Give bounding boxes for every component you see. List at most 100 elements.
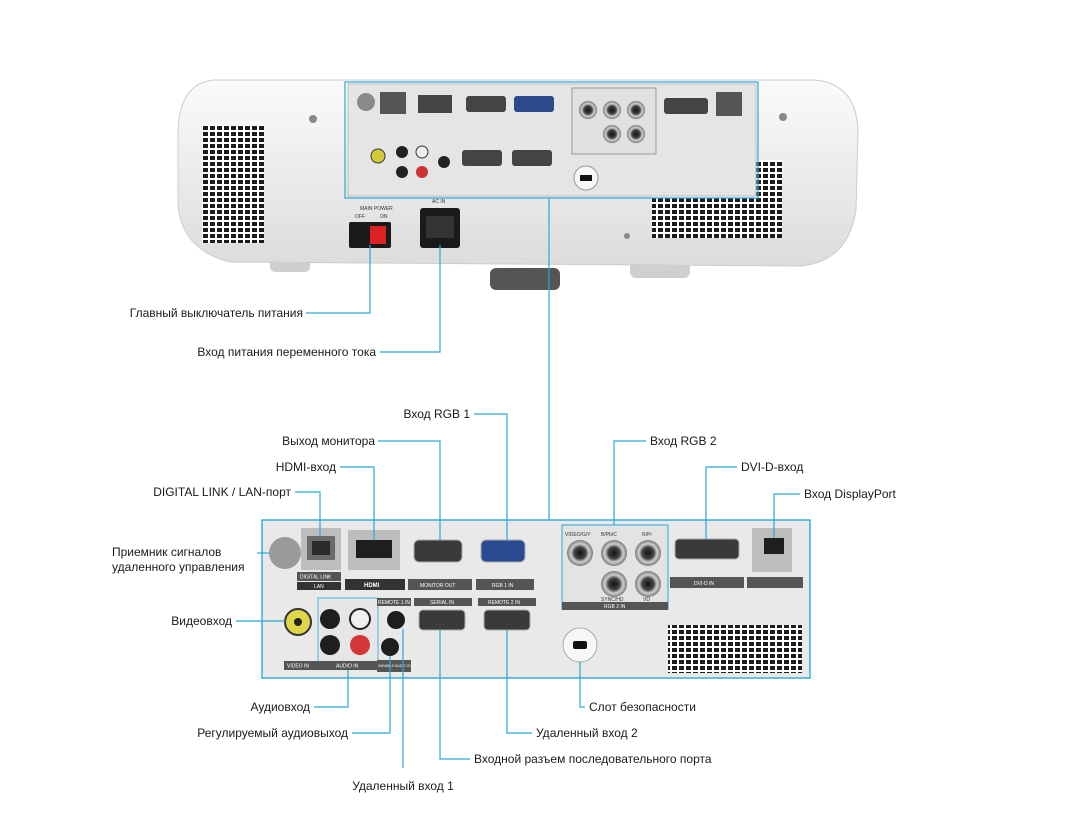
remote2-port <box>512 150 552 166</box>
callout-monitor-out: Выход монитора <box>282 434 375 448</box>
bnc-port <box>603 101 621 119</box>
callout-hdmi: HDMI-вход <box>276 460 336 474</box>
label-bar-video-in <box>284 661 318 670</box>
lan-port-inner <box>312 541 330 555</box>
audio-jack <box>396 166 408 178</box>
projector-rear-view: MAIN POWER OFF ON AC IN <box>177 79 859 290</box>
lan-port <box>380 92 406 114</box>
b-pb-cb-text: B/Pb/C <box>601 532 617 538</box>
callout-security: Слот безопасности <box>589 700 696 714</box>
ac-inlet-face <box>426 216 454 238</box>
audio-jack-2l <box>320 635 340 655</box>
label-bar-remote1 <box>377 598 411 606</box>
callout-ac-in: Вход питания переменного тока <box>197 345 376 359</box>
security-slot-hole <box>573 641 587 649</box>
displayport-port <box>716 92 742 116</box>
variable-audio-out-jack <box>381 638 399 656</box>
off-label: OFF <box>355 214 365 220</box>
leader-displayport <box>773 493 800 538</box>
screw <box>624 233 630 239</box>
security-slot-hole <box>580 175 592 181</box>
hdmi-text: HDMI <box>364 583 380 589</box>
on-label: ON <box>380 214 388 220</box>
rgb2-group <box>571 87 657 155</box>
bnc-port <box>627 101 645 119</box>
callout-remote1: Удаленный вход 1 <box>352 779 454 793</box>
leader-variable-audio <box>352 656 391 734</box>
audio-jack-2r <box>350 635 370 655</box>
remote-receiver-window <box>269 537 301 569</box>
remote2-text: REMOTE 2 IN <box>488 600 520 606</box>
video-in-jack <box>370 148 386 164</box>
displayport-port <box>764 538 784 554</box>
callout-remote-receiver-line1: Приемник сигналов <box>112 545 221 559</box>
r-pr-text: R/Pr <box>642 532 652 538</box>
callout-audio-in: Аудиовход <box>250 700 310 714</box>
screw <box>779 113 787 121</box>
label-bar-audio-in <box>318 661 378 670</box>
audio-jack <box>396 146 408 158</box>
remote1-jack <box>387 611 405 629</box>
main-power-label: MAIN POWER <box>360 206 393 212</box>
callout-rgb2: Вход RGB 2 <box>650 434 717 448</box>
bnc-port-sync-hd <box>601 571 627 597</box>
label-bar-remote2 <box>478 598 536 606</box>
ac-in-label: AC IN <box>432 199 446 205</box>
leader-remote2 <box>506 630 532 734</box>
leader-ac-in <box>380 245 441 353</box>
audio-jack-1l <box>320 609 340 629</box>
label-bar-rgb2 <box>562 602 668 610</box>
callout-serial: Входной разъем последовательного порта <box>474 752 712 766</box>
label-bar-dvi <box>670 577 744 588</box>
label-bar-digital-link <box>297 572 341 581</box>
callout-video-in: Видеовход <box>171 614 232 628</box>
dvi-port <box>664 98 708 114</box>
serial-port <box>462 150 502 166</box>
video-gy-text: VIDEO/G/Y <box>565 532 591 538</box>
monitor-out-port <box>466 96 506 112</box>
remote-receiver-window <box>357 93 375 111</box>
audio-in-text: AUDIO IN <box>336 664 359 670</box>
leader-rgb1 <box>474 413 508 540</box>
bnc-port <box>603 125 621 143</box>
projector-foot <box>490 268 560 290</box>
sync-hd-text: SYNC/HD <box>601 597 624 603</box>
vd-text: VD <box>643 597 650 603</box>
rgb1-port <box>514 96 554 112</box>
leader-hdmi <box>340 466 375 540</box>
callout-remote2: Удаленный вход 2 <box>536 726 638 740</box>
label-bar-serial <box>414 598 472 606</box>
callout-labels: Главный выключатель питания Вход питания… <box>112 306 897 793</box>
remote1-text: REMOTE 1 IN <box>378 600 410 606</box>
connector-panel-enlarged: DIGITAL LINK LAN HDMI MONITOR OUT RGB 1 … <box>261 519 811 679</box>
dvi-text: DVI-D IN <box>694 581 714 587</box>
serial-text: SERIAL IN <box>430 600 454 606</box>
rgb1-text: RGB 1 IN <box>492 583 514 589</box>
audio-out-jack <box>438 156 450 168</box>
label-bar-lan <box>297 582 341 590</box>
bnc-port <box>579 101 597 119</box>
leader-audio-in <box>314 670 349 708</box>
leader-serial <box>439 630 470 760</box>
audio-jack-1r <box>349 608 371 630</box>
leader-digital-link <box>295 491 321 536</box>
label-bar-rgb1 <box>476 579 534 590</box>
lan-text: LAN <box>314 584 324 590</box>
hdmi-port <box>356 540 392 558</box>
serial-port <box>418 609 466 631</box>
rgb1-port <box>480 539 526 563</box>
rgb2-text: RGB 2 IN <box>604 604 626 610</box>
leader-security <box>579 662 585 708</box>
callout-main-power: Главный выключатель питания <box>130 306 303 320</box>
remote2-port <box>483 609 531 631</box>
leader-main-power <box>306 245 371 314</box>
variable-audio-text: VARIABLE AUDIO OUT <box>378 664 414 668</box>
callout-displayport: Вход DisplayPort <box>804 487 897 501</box>
main-power-switch-rocker <box>370 226 386 244</box>
highlight-frame <box>344 81 759 199</box>
leader-dvi <box>705 466 737 539</box>
bnc-port-r-pr <box>635 540 661 566</box>
audio-jack <box>416 166 428 178</box>
monitor-out-port <box>413 539 463 563</box>
